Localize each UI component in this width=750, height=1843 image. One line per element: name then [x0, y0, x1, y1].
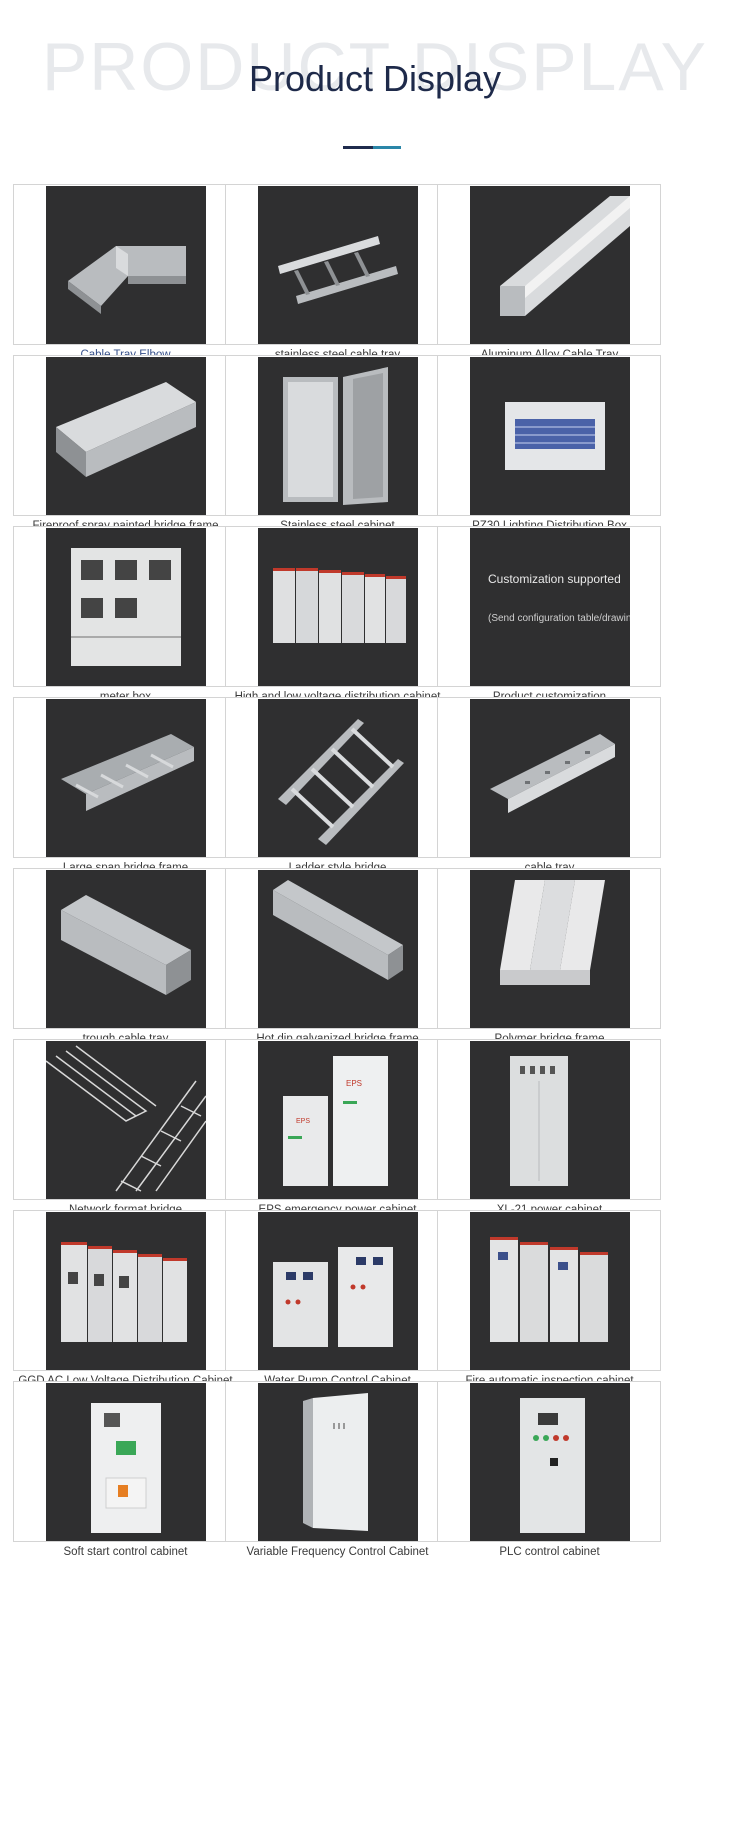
product-image-frame[interactable] — [437, 355, 661, 516]
product-card[interactable]: stainless steel cable tray — [224, 184, 451, 384]
product-photo — [258, 870, 418, 1028]
section-header: PRODUCT DISPLAY Product Display — [0, 0, 750, 160]
product-card[interactable]: Soft start control cabinet — [12, 1381, 239, 1581]
product-image-frame[interactable] — [13, 355, 237, 516]
svg-text:EPS: EPS — [296, 1118, 310, 1125]
product-photo — [258, 1383, 418, 1541]
product-card[interactable]: PLC control cabinet — [436, 1381, 663, 1581]
product-card[interactable]: Fire automatic inspection cabinet — [436, 1210, 663, 1410]
product-photo — [46, 186, 206, 344]
product-photo — [258, 186, 418, 344]
product-photo: EPS EPS — [258, 1041, 418, 1199]
product-card[interactable]: Ladder style bridge — [224, 697, 451, 897]
product-image-frame[interactable] — [225, 868, 449, 1029]
product-image-frame[interactable] — [13, 526, 237, 687]
product-image-frame[interactable] — [225, 184, 449, 345]
product-photo — [258, 528, 418, 686]
product-photo — [46, 870, 206, 1028]
product-photo — [470, 357, 630, 515]
product-photo — [46, 1041, 206, 1199]
product-image-frame[interactable] — [13, 1381, 237, 1542]
product-image-frame[interactable] — [437, 1381, 661, 1542]
product-image-frame[interactable] — [437, 1039, 661, 1200]
product-image-frame[interactable]: Customization supported (Send configurati… — [437, 526, 661, 687]
product-photo — [46, 699, 206, 857]
product-photo — [258, 1212, 418, 1370]
product-card[interactable]: Network format bridge — [12, 1039, 239, 1239]
underline-blue-segment — [373, 146, 401, 149]
product-card[interactable]: Water Pump Control Cabinet — [224, 1210, 451, 1410]
product-photo — [470, 699, 630, 857]
product-card[interactable]: Variable Frequency Control Cabinet — [224, 1381, 451, 1581]
product-image-frame[interactable] — [225, 1381, 449, 1542]
product-image-frame[interactable] — [13, 697, 237, 858]
product-image-frame[interactable] — [437, 184, 661, 345]
svg-text:EPS: EPS — [346, 1079, 362, 1088]
product-card[interactable]: Hot dip galvanized bridge frame — [224, 868, 451, 1068]
product-image-frame[interactable] — [13, 1039, 237, 1200]
product-card[interactable]: PZ30 Lighting Distribution Box — [436, 355, 663, 555]
product-photo — [46, 357, 206, 515]
product-photo — [470, 1041, 630, 1199]
product-caption[interactable]: Soft start control cabinet — [63, 1546, 188, 1558]
product-photo — [46, 528, 206, 686]
product-card[interactable]: Stainless steel cabinet — [224, 355, 451, 555]
product-card[interactable]: meter box — [12, 526, 239, 726]
product-card[interactable]: High and low voltage distribution cabine… — [224, 526, 451, 726]
product-photo — [470, 186, 630, 344]
product-photo: Customization supported (Send configurati… — [470, 528, 630, 686]
product-card[interactable]: Large span bridge frame — [12, 697, 239, 897]
product-image-frame[interactable] — [13, 184, 237, 345]
product-card[interactable]: Customization supported (Send configurati… — [436, 526, 663, 726]
product-photo — [470, 870, 630, 1028]
ghost-title: PRODUCT DISPLAY — [41, 29, 709, 105]
product-photo — [258, 699, 418, 857]
product-card[interactable]: EPSEPSEPS emergency power cabinet — [224, 1039, 451, 1239]
product-card[interactable]: Fireproof spray painted bridge frame — [12, 355, 239, 555]
product-photo — [258, 357, 418, 515]
page-title: Product Display — [248, 58, 502, 99]
customization-title: Customization supported — [488, 572, 621, 586]
product-caption[interactable]: Variable Frequency Control Cabinet — [246, 1546, 429, 1558]
product-card[interactable]: Cable Tray Elbow — [12, 184, 239, 384]
product-photo — [46, 1212, 206, 1370]
product-image-frame[interactable] — [225, 526, 449, 687]
product-card[interactable]: cable tray — [436, 697, 663, 897]
product-image-frame[interactable] — [437, 868, 661, 1029]
underline-dark-segment — [343, 146, 373, 149]
product-image-frame[interactable]: EPS EPS — [225, 1039, 449, 1200]
product-image-frame[interactable] — [437, 1210, 661, 1371]
product-card[interactable]: XL-21 power cabinet — [436, 1039, 663, 1239]
product-image-frame[interactable] — [13, 1210, 237, 1371]
product-image-frame[interactable] — [13, 868, 237, 1029]
product-image-frame[interactable] — [437, 697, 661, 858]
product-card[interactable]: Polymer bridge frame — [436, 868, 663, 1068]
title-underline — [343, 146, 401, 149]
product-photo — [470, 1212, 630, 1370]
customization-note: (Send configuration table/drawings) — [488, 613, 630, 624]
product-image-frame[interactable] — [225, 1210, 449, 1371]
product-card[interactable]: trough cable tray — [12, 868, 239, 1068]
product-photo — [46, 1383, 206, 1541]
product-card[interactable]: Aluminum Alloy Cable Tray — [436, 184, 663, 384]
product-photo — [470, 1383, 630, 1541]
product-image-frame[interactable] — [225, 697, 449, 858]
product-card[interactable]: GGD AC Low Voltage Distribution Cabinet — [12, 1210, 239, 1410]
product-caption[interactable]: PLC control cabinet — [499, 1546, 600, 1558]
product-image-frame[interactable] — [225, 355, 449, 516]
